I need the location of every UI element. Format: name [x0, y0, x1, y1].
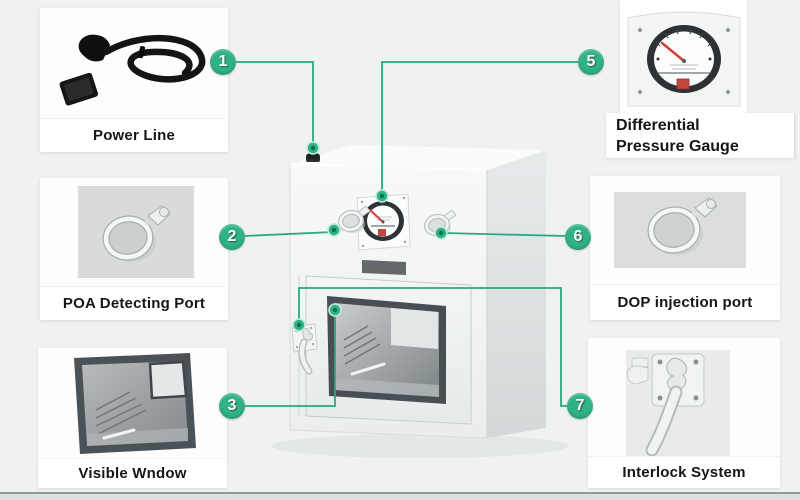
connector-line-1	[234, 61, 314, 143]
marker-dot-1	[306, 141, 320, 155]
tri-clamp-icon	[40, 178, 228, 286]
part-label-dop-injection-port: DOP injection port	[590, 284, 780, 320]
marker-dot-6	[434, 226, 448, 240]
marker-dots	[292, 141, 448, 332]
marker-dot-5	[375, 189, 389, 203]
label-line-2: Pressure Gauge	[616, 138, 739, 155]
power-cable-icon	[40, 8, 228, 118]
pressure-gauge-icon	[620, 0, 747, 113]
marker-dot-7	[292, 318, 306, 332]
callout-badge-5: 5	[578, 49, 604, 75]
part-label-power-line: Power Line	[40, 118, 228, 152]
connector-line-3	[244, 313, 336, 407]
poa-clamp-on-box	[338, 205, 371, 233]
connector-lines	[234, 61, 578, 407]
connector-line-5	[381, 61, 578, 191]
gauge-on-box	[356, 193, 411, 251]
part-label-differential-pressure-gauge: Differential Pressure Gauge	[606, 113, 795, 158]
vent-slot	[362, 260, 406, 275]
part-label-visible-window: Visible Wndow	[38, 458, 227, 488]
window-icon	[38, 348, 227, 458]
part-card-dop-injection-port: DOP injection port	[590, 176, 780, 320]
callout-badge-2: 2	[219, 224, 245, 250]
part-card-power-line: Power Line	[40, 8, 228, 152]
part-label-interlock-system: Interlock System	[588, 456, 780, 488]
tri-clamp-icon	[590, 176, 780, 284]
connector-line-6	[443, 232, 567, 237]
part-label-poa-detecting-port: POA Detecting Port	[40, 286, 228, 320]
interlock-latch-icon	[588, 338, 780, 456]
part-card-visible-window: Visible Wndow	[38, 348, 227, 488]
callout-badge-3: 3	[219, 393, 245, 419]
connector-line-2	[243, 231, 334, 237]
marker-dot-3	[328, 303, 342, 317]
marker-dot-2	[327, 223, 341, 237]
power-inlet-on-box	[306, 152, 320, 162]
part-card-interlock-system: Interlock System	[588, 338, 780, 488]
connector-line-7	[298, 287, 569, 407]
label-line-1: Differential	[616, 117, 700, 134]
callout-badge-7: 7	[567, 393, 593, 419]
part-card-poa-detecting-port: POA Detecting Port	[40, 178, 228, 320]
box-shadow	[272, 434, 568, 458]
door-window	[327, 296, 446, 404]
callout-badge-6: 6	[565, 224, 591, 250]
callout-badge-1: 1	[210, 49, 236, 75]
bottom-edge-strip	[0, 492, 800, 500]
